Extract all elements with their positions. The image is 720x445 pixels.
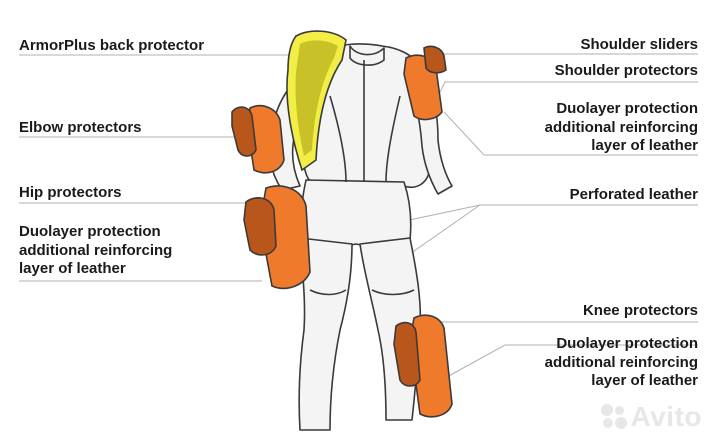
label-duolayer-right-bottom: Duolayer protection additional reinforci…: [544, 335, 698, 389]
label-duolayer-right-top: Duolayer protection additional reinforci…: [544, 100, 698, 154]
leader-perforated: [399, 204, 698, 223]
left-leg: [298, 237, 353, 431]
label-elbow-protectors: Elbow protectors: [19, 119, 142, 136]
leader-hip: [19, 202, 275, 213]
chest-seam: [329, 60, 401, 183]
knee-pad-inner: [393, 321, 421, 387]
leader-duolayer-top-right: [443, 111, 698, 156]
leader-shoulder-protectors: [439, 81, 698, 93]
label-back-protector: ArmorPlus back protector: [19, 37, 205, 54]
hip-pad-inner: [243, 197, 277, 256]
leader-shoulder-sliders: [423, 53, 698, 61]
leader-perforated-b: [403, 204, 481, 259]
label-duolayer-left: Duolayer protection additional reinforci…: [19, 223, 173, 277]
avito-watermark: Avito: [600, 401, 702, 433]
back-protector-shade: [295, 40, 338, 156]
hip-protector: [243, 185, 311, 290]
shoulder-slider: [423, 45, 447, 74]
label-perforated-leather: Perforated leather: [569, 186, 698, 203]
avito-dots-icon: [600, 404, 627, 430]
collar: [349, 45, 385, 66]
shoulder-protector: [403, 45, 447, 121]
label-shoulder-protectors: Shoulder protectors: [554, 62, 698, 79]
elbow-pad-outer: [247, 104, 285, 174]
leader-duolayer-bottom-right: [444, 344, 698, 379]
knee-seam: [309, 289, 415, 296]
watermark-text: Avito: [630, 401, 702, 432]
label-knee-protectors: Knee protectors: [582, 302, 698, 319]
elbow-protector: [231, 104, 285, 174]
knee-protector: [393, 314, 453, 418]
label-hip-protectors: Hip protectors: [19, 184, 122, 201]
elbow-slider: [231, 106, 257, 157]
leader-back-protector: [19, 54, 307, 63]
label-shoulder-sliders: Shoulder sliders: [580, 36, 698, 53]
knee-pad-outer: [409, 314, 453, 418]
